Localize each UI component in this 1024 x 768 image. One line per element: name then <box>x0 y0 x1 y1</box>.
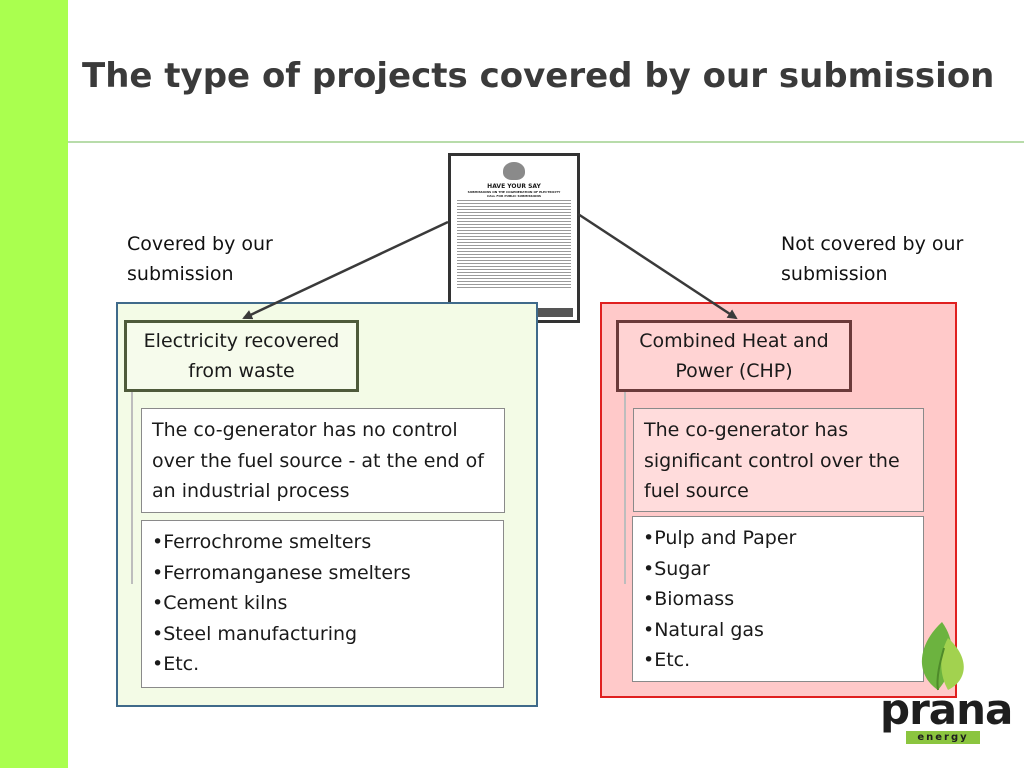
list-item: •Pulp and Paper <box>643 527 797 549</box>
not-covered-examples: •Pulp and Paper •Sugar •Biomass •Natural ga… <box>632 516 924 682</box>
list-item: •Ferrochrome smelters <box>152 531 372 553</box>
covered-connector-line <box>131 392 133 584</box>
not-covered-heading-box: Combined Heat and Power (CHP) <box>616 320 852 392</box>
parliament-seal-icon <box>503 162 525 180</box>
list-item: •Biomass <box>643 588 735 610</box>
green-leaf-icon <box>921 622 964 691</box>
logo-wordmark: prana <box>880 685 1013 734</box>
list-item: •Etc. <box>152 653 200 675</box>
list-item: •Cement kilns <box>152 592 288 614</box>
not-covered-description: The co-generator has significant control… <box>633 408 924 512</box>
thumbnail-call: CALL FOR PUBLIC SUBMISSIONS <box>486 194 542 198</box>
arrow-to-not-covered <box>577 212 738 320</box>
covered-examples: •Ferrochrome smelters •Ferromanganese sme… <box>141 520 504 688</box>
covered-examples-list: •Ferrochrome smelters •Ferromanganese sme… <box>152 527 493 680</box>
list-item: •Natural gas <box>643 618 764 641</box>
covered-label: Covered by our submission <box>127 233 273 285</box>
slide-title: The type of projects covered by our subm… <box>82 56 995 96</box>
covered-heading-box: Electricity recovered from waste <box>124 320 359 392</box>
thumbnail-subheading: SUBMISSIONS ON THE COGENERATION OF ELECT… <box>467 190 561 194</box>
list-item: •Steel manufacturing <box>152 622 358 645</box>
logo-tagline: energy <box>906 731 980 744</box>
not-covered-connector-line <box>624 392 626 584</box>
covered-heading: Electricity recovered from waste <box>143 330 340 382</box>
thumbnail-heading: HAVE YOUR SAY <box>487 183 541 190</box>
title-divider <box>68 141 1024 143</box>
list-item: •Sugar <box>643 557 710 580</box>
not-covered-heading: Combined Heat and Power (CHP) <box>639 330 829 382</box>
accent-sidebar <box>0 0 68 768</box>
not-covered-examples-list: •Pulp and Paper •Sugar •Biomass •Natural ga… <box>643 523 913 676</box>
arrow-to-covered <box>242 220 449 320</box>
list-item: •Ferromanganese smelters <box>152 561 411 584</box>
covered-description: The co-generator has no control over the… <box>141 408 505 513</box>
not-covered-label: Not covered by our submission <box>781 233 964 285</box>
list-item: •Etc. <box>643 649 691 671</box>
